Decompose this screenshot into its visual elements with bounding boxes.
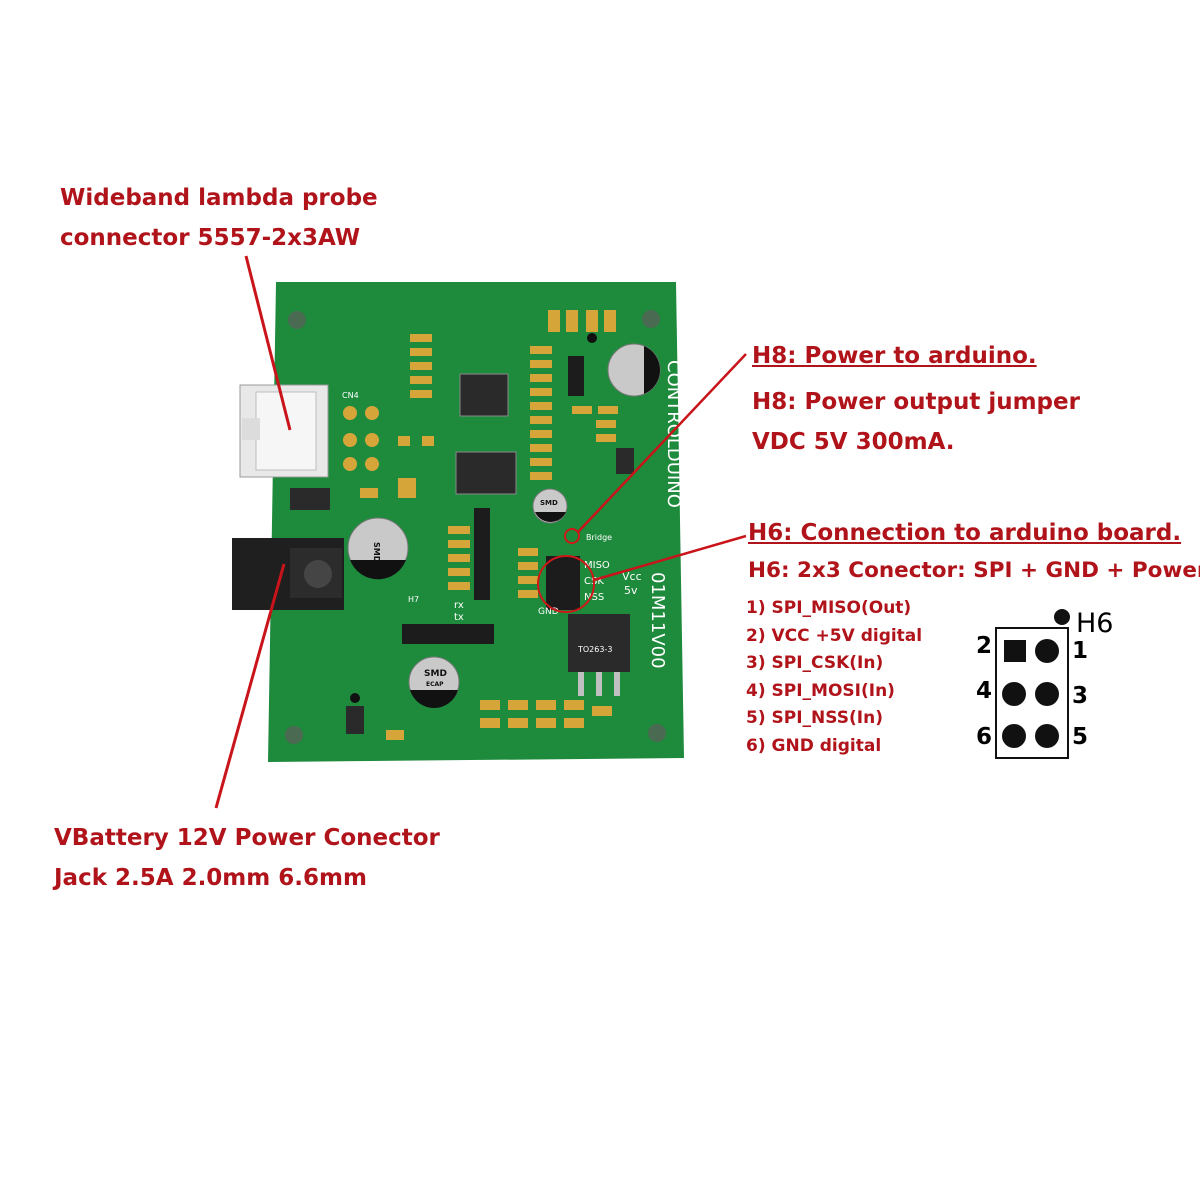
silk-5v: 5v xyxy=(624,584,638,597)
pin-2-square xyxy=(1004,640,1026,662)
silk-rx: rx xyxy=(454,600,464,611)
lambda-callout-line1: Wideband lambda probe xyxy=(60,185,378,211)
h6-callout-title: H6: Connection to arduino board. xyxy=(748,520,1182,546)
h6-pinout-diagram xyxy=(995,609,1070,759)
lambda-probe-connector xyxy=(239,384,329,478)
pin-1-marker-dot xyxy=(1054,609,1070,625)
silk-nss: NSS xyxy=(584,592,604,603)
pin-label-2: 2 xyxy=(976,633,993,659)
ground-marker xyxy=(350,333,597,703)
h8-callout-description: H8: Power output jumper VDC 5V 300mA. xyxy=(752,382,1080,462)
pin-1 xyxy=(1035,639,1059,663)
cap-sublabel: ECAP xyxy=(426,681,444,688)
pin-list-item: 6) GND digital xyxy=(746,735,882,756)
mounting-hole xyxy=(288,311,306,329)
h8-leader-line xyxy=(577,353,747,533)
smd-capacitor xyxy=(408,656,460,708)
h6-highlight-circle xyxy=(537,555,595,613)
lambda-callout: Wideband lambda probe connector 5557-2x3… xyxy=(60,178,378,258)
h8-highlight-circle xyxy=(564,528,580,544)
h6-pin-list: 1) SPI_MISO(Out) 2) VCC +5V digital 3) S… xyxy=(746,595,922,760)
cap-label: SMD xyxy=(424,669,447,679)
pin-label-6: 6 xyxy=(976,724,993,750)
power-jack xyxy=(232,538,344,610)
pin-label-1: 1 xyxy=(1072,638,1089,664)
pin-label-4: 4 xyxy=(976,678,993,704)
h6-diagram-title: H6 xyxy=(1076,608,1114,639)
pin-header-h8 xyxy=(568,356,584,396)
silk-bridge: Bridge xyxy=(586,533,612,542)
board-name-silk: CONTROLDUINO xyxy=(663,360,684,508)
pin-header-h6 xyxy=(546,556,580,610)
lambda-callout-line2: connector 5557-2x3AW xyxy=(60,225,361,251)
pin-header-column xyxy=(474,508,490,600)
smd-capacitor xyxy=(347,517,409,580)
regulator-silk: TO263-3 xyxy=(577,645,612,654)
silk-miso: MISO xyxy=(584,560,610,571)
pin-4 xyxy=(1002,682,1026,706)
smd-capacitor xyxy=(532,488,568,524)
mounting-hole xyxy=(642,310,660,328)
pin-5 xyxy=(1035,724,1059,748)
pin-list-item: 1) SPI_MISO(Out) xyxy=(746,598,912,618)
cap-label: SMD xyxy=(646,364,655,385)
pin-3 xyxy=(1035,682,1059,706)
pin-label-5: 5 xyxy=(1072,724,1089,750)
mounting-hole xyxy=(285,726,303,744)
h8-description-line2: VDC 5V 300mA. xyxy=(752,429,955,455)
mounting-hole xyxy=(648,724,666,742)
silk-vcc: Vcc xyxy=(622,570,642,583)
connector-silk: CN4 xyxy=(342,391,359,400)
ic-chip xyxy=(459,373,509,417)
passive-components xyxy=(360,310,618,740)
board-version-silk: 01M11V00 xyxy=(647,572,668,669)
connector-pins xyxy=(343,406,379,471)
diode xyxy=(290,488,330,510)
ic-chip xyxy=(616,448,634,474)
battery-callout-line1: VBattery 12V Power Conector xyxy=(54,825,440,851)
battery-leader-line xyxy=(214,563,286,809)
silk-tx: tx xyxy=(454,612,464,623)
regulator xyxy=(568,614,630,696)
battery-callout: VBattery 12V Power Conector Jack 2.5A 2.… xyxy=(54,818,440,898)
lambda-leader-line xyxy=(244,255,292,431)
smd-capacitor xyxy=(607,343,661,397)
ic-chip xyxy=(455,451,517,495)
silk-h7: H7 xyxy=(408,595,419,604)
pin-header-h7 xyxy=(402,624,494,644)
battery-callout-line2: Jack 2.5A 2.0mm 6.6mm xyxy=(54,865,367,891)
diode xyxy=(346,706,364,734)
pin-list-item: 4) SPI_MOSI(In) xyxy=(746,680,895,701)
pin-6 xyxy=(1002,724,1026,748)
h6-leader-line xyxy=(593,534,747,582)
pin-label-3: 3 xyxy=(1072,683,1089,709)
pin-list-item: 3) SPI_CSK(In) xyxy=(746,653,884,673)
silk-gnd: GND xyxy=(538,607,559,617)
cap-label: SMD xyxy=(372,542,381,563)
pin-list-item: 5) SPI_NSS(In) xyxy=(746,708,883,728)
h8-description-line1: H8: Power output jumper xyxy=(752,389,1080,415)
pin-list-item: 2) VCC +5V digital xyxy=(746,625,923,646)
h8-callout-title: H8: Power to arduino. xyxy=(752,343,1037,369)
h6-callout-description: H6: 2x3 Conector: SPI + GND + Power xyxy=(748,558,1200,583)
cap-label: SMD xyxy=(540,499,558,507)
